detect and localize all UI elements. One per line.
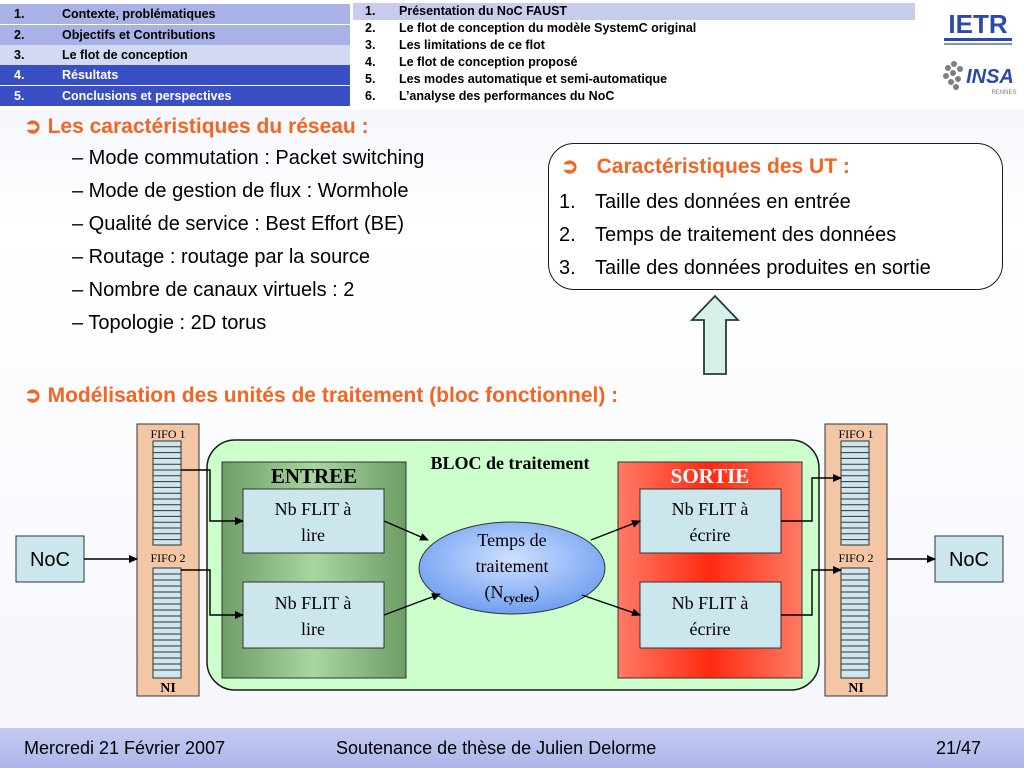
list-item: – Nombre de canaux virtuels : 2 (72, 279, 355, 301)
svg-text:lire: lire (301, 525, 325, 545)
nav-item-objectifs[interactable]: 2. Objectifs et Contributions (0, 25, 350, 45)
ut-characteristics-box: ➲Caractéristiques des UT : 1.Taille des … (548, 143, 1003, 290)
svg-text:Nb FLIT à: Nb FLIT à (672, 499, 749, 519)
footer-date: Mercredi 21 Février 2007 (24, 738, 226, 758)
processing-time-ellipse (418, 521, 606, 615)
network-characteristics-heading: ➲Les caractéristiques du réseau : (24, 115, 369, 138)
svg-text:écrire: écrire (690, 619, 731, 639)
subnav-item-6[interactable]: 6. L’analyse des performances du NoC (365, 89, 615, 103)
read-flit-box-2 (242, 581, 385, 649)
insa-logo-text: INSA (966, 66, 1014, 88)
output-section-label: SORTIE (671, 464, 750, 488)
left-ni-label: NI (160, 681, 176, 696)
insa-logo: INSA RENNES (943, 61, 1017, 96)
ietr-logo-text: IETR (948, 9, 1007, 39)
nav-item-flot-current[interactable]: 3. Le flot de conception (0, 45, 350, 65)
nav-item-contexte[interactable]: 1. Contexte, problématiques (0, 4, 350, 24)
arrow-bullet-icon: ➲ (24, 384, 42, 407)
left-fifo1-label: FIFO 1 (150, 427, 185, 441)
svg-text:traitement: traitement (476, 556, 549, 576)
noc-left-label: NoC (30, 549, 70, 571)
list-item: – Routage : routage par la source (72, 246, 370, 268)
arrow-bullet-icon: ➲ (24, 115, 42, 138)
ncycles-label: (Ncycles) (485, 582, 540, 605)
list-item: – Qualité de service : Best Effort (BE) (72, 213, 404, 235)
write-flit-box-1 (639, 488, 782, 554)
processing-unit-diagram: BLOC de traitement ENTREE SORTIE Nb FLIT… (15, 423, 1004, 697)
nav-item-conclusions[interactable]: 5. Conclusions et perspectives (0, 86, 350, 106)
right-fifo2 (840, 567, 870, 679)
write-flit-box-2 (639, 581, 782, 649)
noc-right-label: NoC (949, 549, 989, 571)
svg-text:écrire: écrire (690, 525, 731, 545)
subnav-item-3[interactable]: 3. Les limitations de ce flot (365, 38, 545, 52)
list-item: 1.Taille des données en entrée (559, 191, 851, 213)
left-fifo2-label: FIFO 2 (150, 551, 185, 565)
outline-nav: 1. Contexte, problématiques 2. Objectifs… (0, 0, 350, 110)
svg-text:Nb FLIT à: Nb FLIT à (275, 593, 352, 613)
svg-text:Nb FLIT à: Nb FLIT à (672, 593, 749, 613)
subnav-item-5[interactable]: 5. Les modes automatique et semi-automat… (365, 72, 668, 86)
ietr-logo: IETR (938, 6, 1018, 48)
footer-page-number: 21/47 (936, 738, 982, 758)
subnav-item-4[interactable]: 4. Le flot de conception proposé (365, 55, 578, 69)
list-item: 3.Taille des données produites en sortie (559, 257, 931, 279)
svg-text:Temps de: Temps de (477, 530, 546, 550)
subsection-nav: 1. Présentation du NoC FAUST 2. Le flot … (353, 3, 915, 109)
modeling-heading: ➲Modélisation des unités de traitement (… (24, 384, 619, 407)
list-item: – Mode commutation : Packet switching (72, 147, 425, 169)
subnav-item-2[interactable]: 2. Le flot de conception du modèle Syste… (365, 21, 697, 35)
footer: Mercredi 21 Février 2007 Soutenance de t… (0, 728, 1024, 768)
arrow-bullet-icon: ➲ (561, 155, 579, 178)
left-fifo2 (152, 567, 182, 679)
insa-logo-subtext: RENNES (991, 90, 1016, 96)
svg-text:Nb FLIT à: Nb FLIT à (275, 499, 352, 519)
list-item: – Mode de gestion de flux : Wormhole (72, 180, 409, 202)
footer-title: Soutenance de thèse de Julien Delorme (336, 738, 657, 758)
right-ni-label: NI (848, 681, 864, 696)
svg-text:lire: lire (301, 619, 325, 639)
right-fifo2-label: FIFO 2 (838, 551, 873, 565)
right-fifo1-label: FIFO 1 (838, 427, 873, 441)
list-item: 2.Temps de traitement des données (559, 224, 897, 246)
processing-block-label: BLOC de traitement (431, 453, 590, 473)
subnav-item-1[interactable]: 1. Présentation du NoC FAUST (353, 3, 915, 20)
left-fifo1 (152, 440, 182, 546)
up-arrow-icon (690, 294, 740, 375)
flow-arrows (84, 469, 936, 619)
noc-right-box (934, 535, 1004, 583)
input-section-label: ENTREE (271, 464, 357, 488)
read-flit-box-1 (242, 488, 385, 554)
ut-characteristics-title: ➲Caractéristiques des UT : (561, 155, 850, 178)
list-item: – Topologie : 2D torus (72, 312, 267, 334)
nav-item-resultats[interactable]: 4. Résultats (0, 65, 350, 85)
header: 1. Contexte, problématiques 2. Objectifs… (0, 0, 1024, 110)
right-fifo1 (840, 440, 870, 546)
